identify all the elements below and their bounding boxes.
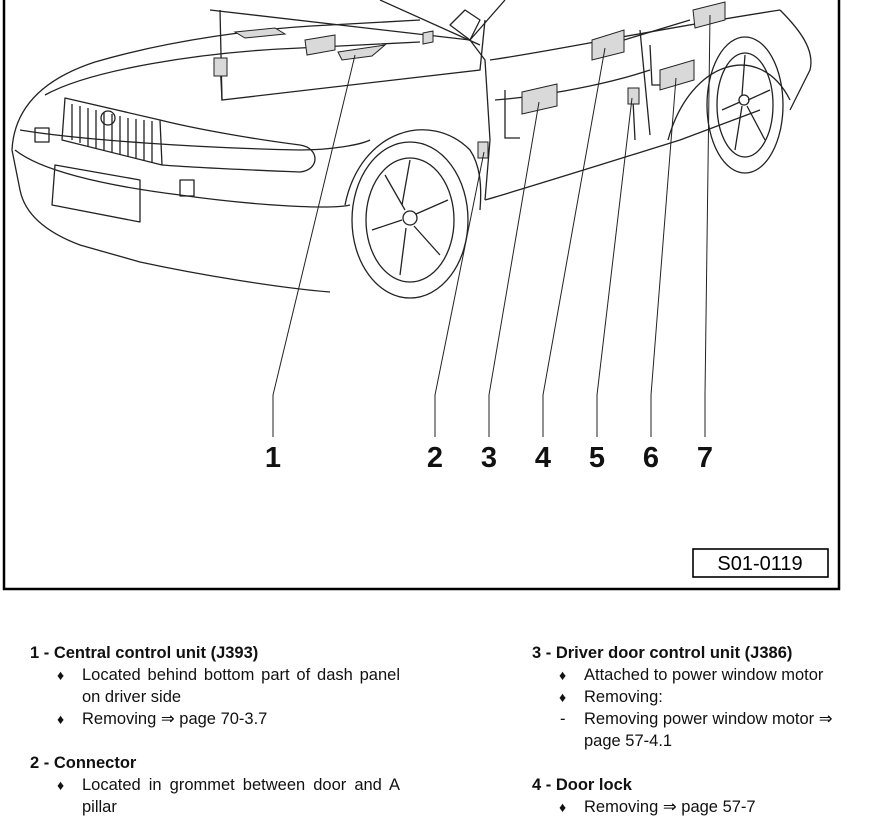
callout-3: 3	[481, 442, 497, 474]
legend-item-link[interactable]: ♦ Removing ⇒ page 57-7	[559, 798, 756, 816]
legend-title: 3 - Driver door control unit (J386)	[532, 644, 793, 662]
callout-numbers: 1 2 3 4 5 6 7	[265, 442, 713, 474]
diamond-bullet-icon: ♦	[57, 777, 65, 793]
figure-code: S01-0119	[717, 553, 802, 575]
car-illustration-figure: 1 2 3 4 5 6 7 S01-0119	[2, 0, 841, 591]
legend-group-1: 1 - Central control unit (J393) ♦ Locate…	[30, 642, 400, 730]
component-modules	[213, 1, 726, 159]
callout-7: 7	[697, 442, 713, 474]
front-wheel	[351, 141, 469, 299]
diamond-bullet-icon: ♦	[57, 711, 65, 727]
dash-bullet-icon: -	[560, 710, 566, 728]
module-driver-door-control-unit	[521, 83, 558, 115]
diamond-bullet-icon: ♦	[57, 667, 65, 683]
leader-line-1	[272, 54, 356, 437]
diamond-bullet-icon: ♦	[559, 689, 567, 705]
legend-item: ♦ Removing:	[559, 688, 663, 706]
legend-item: ♦ Located in grommet between door and A …	[57, 776, 400, 816]
callout-4: 4	[535, 442, 551, 474]
car-drawing	[11, 0, 812, 299]
leader-line-5	[596, 97, 633, 437]
figure-frame	[2, 0, 841, 591]
callout-1: 1	[265, 442, 281, 474]
legend-item: ♦ Located behind bottom part of dash pan…	[57, 666, 400, 706]
legend-column-left: 1 - Central control unit (J393) ♦ Locate…	[30, 642, 400, 840]
legend-title: 2 - Connector	[30, 754, 137, 772]
leader-line-7	[704, 14, 711, 437]
leader-line-3	[488, 101, 540, 437]
callout-2: 2	[427, 442, 443, 474]
legend-item-link[interactable]: ♦ Removing ⇒ page 70-3.7	[57, 710, 268, 728]
leader-line-4	[542, 47, 606, 437]
module-central-control-unit	[213, 57, 228, 77]
figure-code-box	[692, 548, 829, 578]
legend-title: 4 - Door lock	[532, 776, 632, 794]
legend-item-link[interactable]: - Removing power window motor ⇒ page 57-…	[560, 710, 833, 750]
legend-group-2: 2 - Connector ♦ Located in grommet betwe…	[30, 752, 400, 818]
brand-emblem	[100, 110, 116, 126]
leader-line-2	[434, 151, 485, 437]
leader-line-6	[650, 77, 677, 437]
legend-group-4: 4 - Door lock ♦ Removing ⇒ page 57-7	[532, 774, 872, 818]
legend-title: 1 - Central control unit (J393)	[30, 644, 259, 662]
legend-item: ♦ Attached to power window motor	[559, 666, 824, 684]
rear-wheel	[706, 36, 784, 174]
legend-group-3: 3 - Driver door control unit (J386) ♦ At…	[532, 642, 872, 752]
legend-column-right: 3 - Driver door control unit (J386) ♦ At…	[532, 642, 872, 840]
module-door-lock	[591, 29, 625, 61]
diamond-bullet-icon: ♦	[559, 667, 567, 683]
callout-6: 6	[643, 442, 659, 474]
callout-5: 5	[589, 442, 605, 474]
diamond-bullet-icon: ♦	[559, 799, 567, 815]
leader-lines	[272, 14, 711, 437]
headlight	[159, 119, 316, 173]
